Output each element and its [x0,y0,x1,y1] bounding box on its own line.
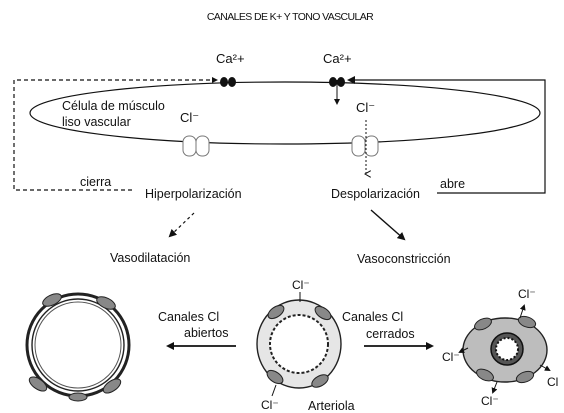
cell-membrane [30,82,540,144]
constricted-vessel [463,314,547,385]
label-vasoconstriction: Vasoconstricción [357,252,451,266]
cl-arrow-vessel-right [540,365,549,370]
cell-label-line1: Célula de músculo [62,99,165,113]
label-abre: abre [440,177,465,191]
label-hyperpolarization: Hiperpolarización [145,187,242,201]
arrow-to-vasodilation [170,213,194,236]
feedback-loop-cierra [14,80,216,190]
label-closed-line1: Canales Cl [342,310,403,324]
cl-label-arteriole-top: Cl⁻ [292,278,310,292]
label-cierra: cierra [80,175,111,189]
arteriole [257,300,341,390]
label-depolarization: Despolarización [331,187,420,201]
calcium-label-right: Ca²+ [323,51,352,66]
cell-label-line2: liso vascular [62,115,131,129]
calcium-channel-left [220,77,236,87]
cl-label-vessel-top: Cl⁻ [518,287,536,301]
label-vasodilation: Vasodilatación [110,251,190,265]
cl-arrow-vessel-bottom [493,382,497,392]
arrow-to-vasoconstriction [371,210,404,239]
chloride-channel-left [183,136,209,156]
cl-label-vessel-right: Cl [547,375,558,389]
label-open-line1: Canales Cl [158,310,219,324]
chloride-label-right: Cl⁻ [356,100,375,115]
cl-label-arteriole-bottom: Cl⁻ [261,398,279,412]
dilated-vessel [27,291,129,401]
label-open-line2: abiertos [184,326,228,340]
cl-label-vessel-left: Cl⁻ [442,350,460,364]
label-closed-line2: cerrados [366,327,415,341]
cl-label-vessel-bottom: Cl⁻ [481,394,499,408]
diagram-title: CANALES DE K+ Y TONO VASCULAR [207,11,374,23]
calcium-label-left: Ca²+ [216,51,245,66]
chloride-channel-right [352,136,378,156]
cl-arrow-arteriole-bottom [272,385,276,396]
chloride-label-left: Cl⁻ [180,110,199,125]
label-arteriole: Arteriola [308,399,355,413]
